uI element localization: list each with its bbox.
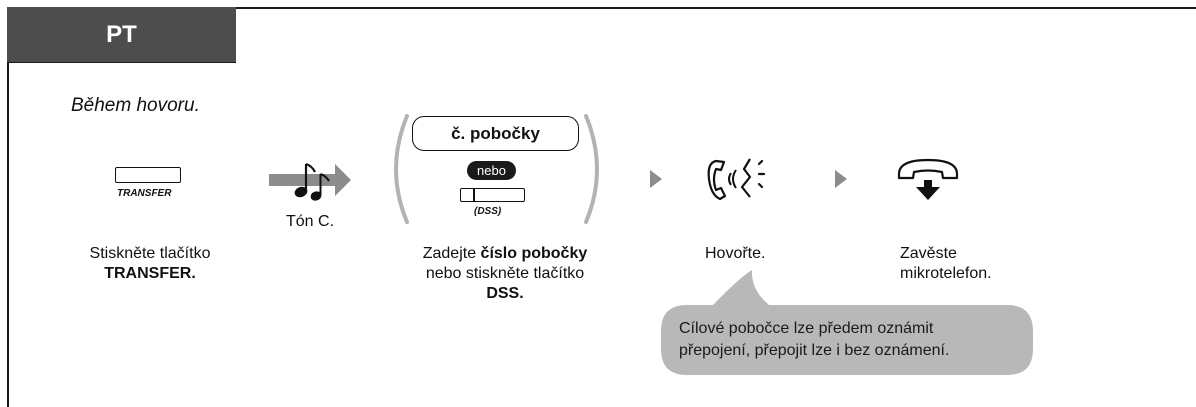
talk-handset-icon <box>707 158 766 201</box>
transfer-key-icon <box>115 167 181 183</box>
tone-notes-icon <box>294 162 330 201</box>
step1-text-line2: TRANSFER. <box>104 265 196 282</box>
step4-text: Hovořte. <box>705 245 766 262</box>
dss-key-icon <box>460 188 525 202</box>
transfer-key-label: TRANSFER <box>117 188 172 199</box>
step3-text-line3: DSS. <box>486 285 524 302</box>
step3-text-bold: číslo pobočky <box>480 245 588 262</box>
hang-up-handset-icon <box>897 158 959 200</box>
flow-arrow-icon <box>835 170 847 188</box>
context-text: Během hovoru. <box>71 95 200 116</box>
tone-arrow-icon <box>269 162 351 201</box>
step1-text-line1: Stiskněte tlačítko <box>89 245 211 262</box>
step3-text-prefix: Zadejte <box>422 245 481 262</box>
step3-text-line1: Zadejte číslo pobočky <box>385 244 625 264</box>
step5-text-line2: mikrotelefon. <box>900 265 992 282</box>
or-badge-label: nebo <box>477 163 506 178</box>
frame-left-border <box>7 7 9 407</box>
tab-divider-line <box>7 61 236 63</box>
dss-key-body <box>460 188 525 202</box>
step3-text-line2: nebo stiskněte tlačítko <box>425 265 585 282</box>
or-badge: nebo <box>467 161 516 180</box>
note-text: Cílové pobočce lze předem oznámit přepoj… <box>679 318 949 362</box>
step5-text-line1: Zavěste <box>900 245 957 262</box>
dss-key-divider <box>473 188 475 202</box>
flow-arrow-icon <box>650 170 662 188</box>
dss-key-label: (DSS) <box>474 206 502 217</box>
frame-top-border <box>7 7 1196 9</box>
extension-number-label: č. pobočky <box>451 123 540 143</box>
tone-label: Tón C. <box>286 213 335 230</box>
right-bracket-icon <box>584 114 599 224</box>
note-line1: Cílové pobočce lze předem oznámit <box>679 320 934 337</box>
phone-type-tab: PT <box>7 7 236 62</box>
extension-number-box: č. pobočky <box>412 116 579 151</box>
left-bracket-icon <box>394 114 409 224</box>
note-line2: přepojení, přepojit lze i bez oznámení. <box>679 342 950 359</box>
phone-type-label: PT <box>106 20 137 48</box>
note-bubble-shape <box>661 270 1033 375</box>
